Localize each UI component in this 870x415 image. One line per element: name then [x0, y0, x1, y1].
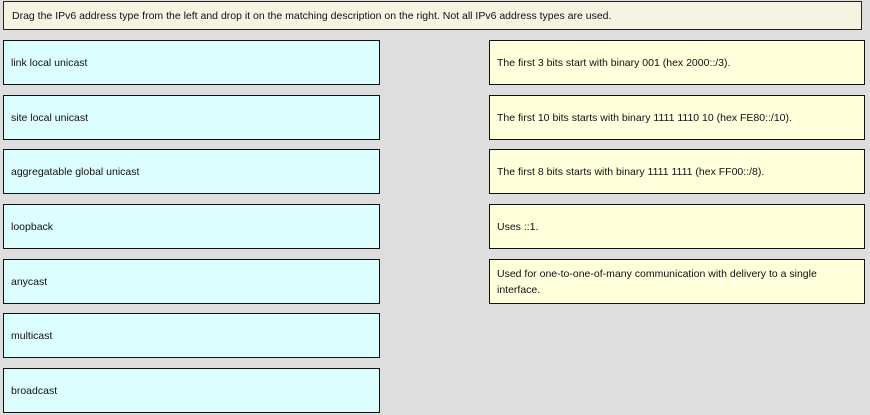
draggable-address-type[interactable]: site local unicast	[3, 95, 380, 140]
description-text: The first 10 bits starts with binary 111…	[497, 111, 792, 124]
draggable-address-type[interactable]: loopback	[3, 204, 380, 249]
description-text: Uses ::1.	[497, 220, 539, 233]
description-text: The first 3 bits start with binary 001 (…	[497, 56, 731, 69]
address-type-label: anycast	[11, 275, 48, 288]
address-type-label: broadcast	[11, 384, 58, 397]
draggable-address-type[interactable]: anycast	[3, 259, 380, 304]
draggable-address-type[interactable]: multicast	[3, 313, 380, 358]
draggable-address-type[interactable]: broadcast	[3, 368, 380, 413]
drop-target-description[interactable]: The first 3 bits start with binary 001 (…	[489, 40, 865, 85]
drop-target-description[interactable]: The first 10 bits starts with binary 111…	[489, 95, 865, 140]
drop-target-description[interactable]: Used for one-to-one-of-many communicatio…	[489, 259, 865, 304]
address-type-label: aggregatable global unicast	[11, 165, 140, 178]
drop-target-description[interactable]: Uses ::1.	[489, 204, 865, 249]
draggable-address-type[interactable]: link local unicast	[3, 40, 380, 85]
draggable-address-type[interactable]: aggregatable global unicast	[3, 149, 380, 194]
address-type-label: multicast	[11, 329, 53, 342]
drop-target-description[interactable]: The first 8 bits starts with binary 1111…	[489, 149, 865, 194]
address-type-label: link local unicast	[11, 56, 88, 69]
address-type-label: site local unicast	[11, 111, 89, 124]
address-type-label: loopback	[11, 220, 54, 233]
description-text: The first 8 bits starts with binary 1111…	[497, 165, 765, 178]
description-text: Used for one-to-one-of-many communicatio…	[497, 267, 817, 296]
instructions: Drag the IPv6 address type from the left…	[3, 1, 862, 30]
